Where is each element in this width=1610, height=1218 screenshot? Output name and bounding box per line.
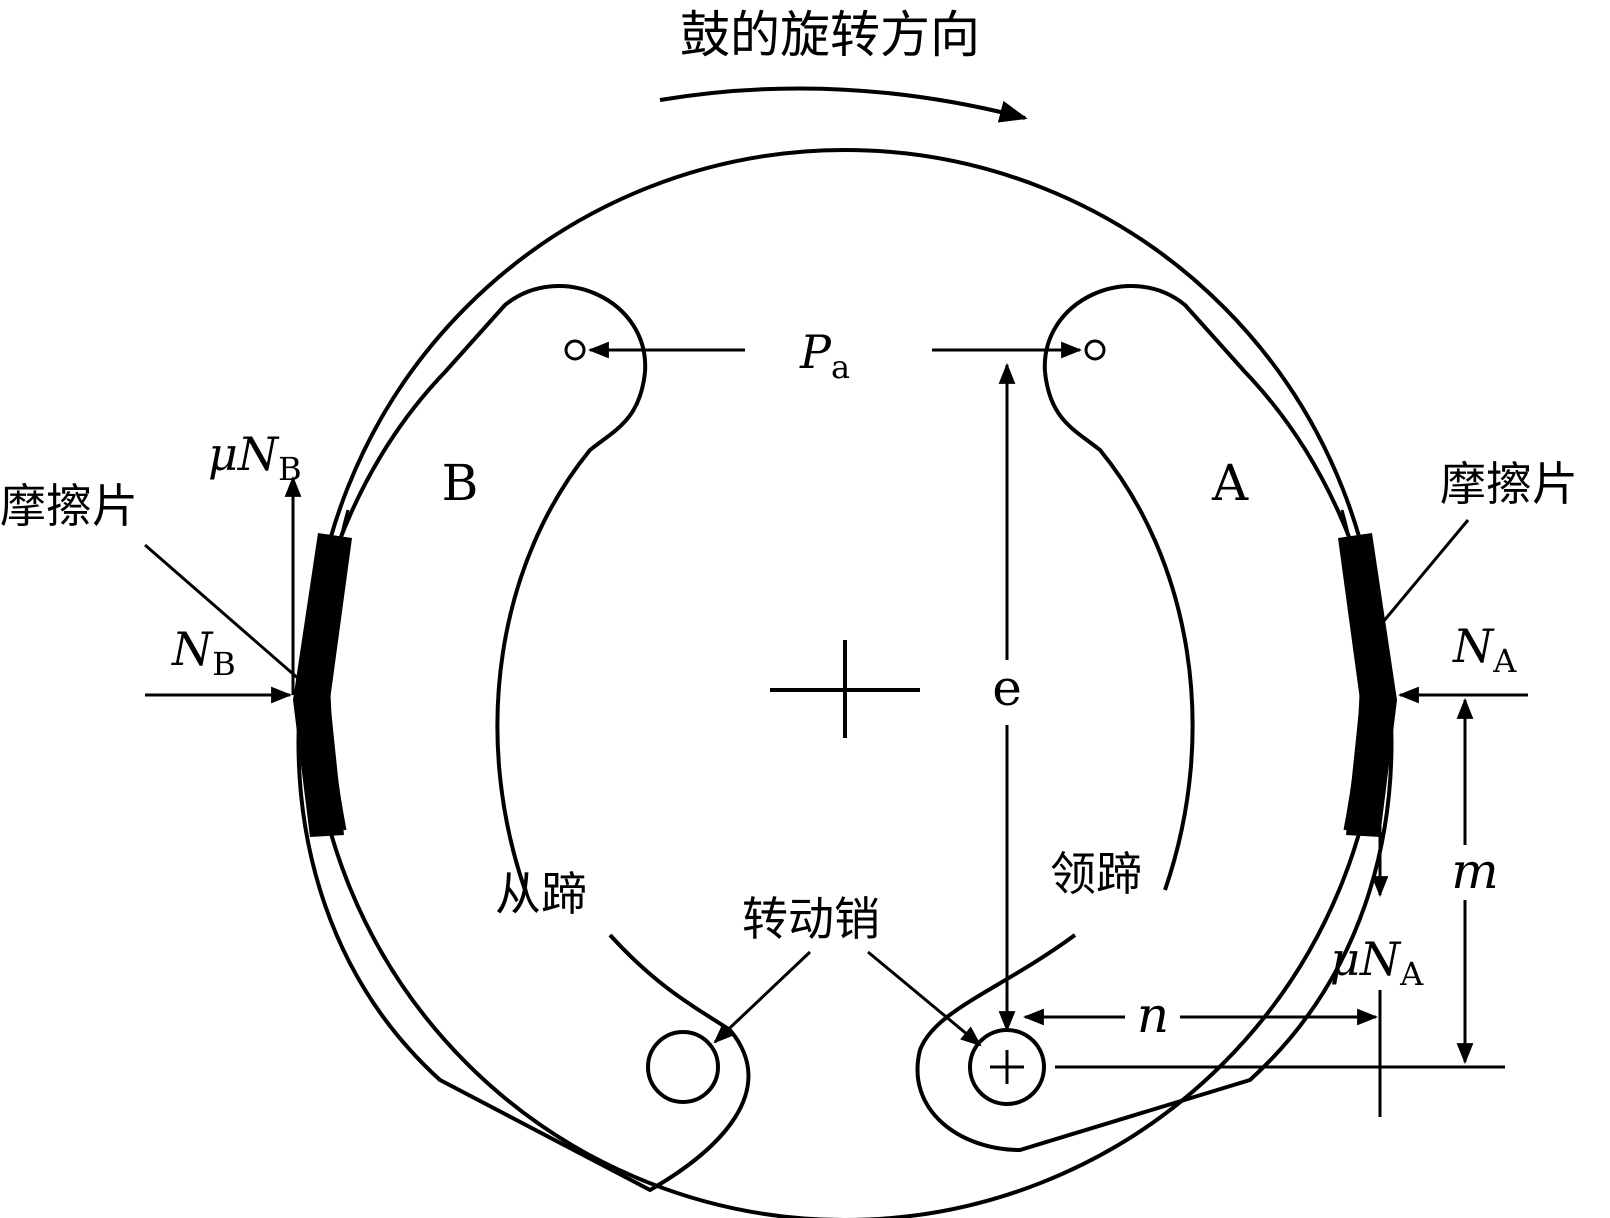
leading-shoe-label: 领蹄: [1050, 847, 1142, 901]
mu-na-label-sub: A: [1399, 955, 1424, 993]
shoe-b-outline: [296, 284, 751, 1193]
mu-na-label-mu: μ: [1330, 932, 1360, 986]
shoe-a-letter: A: [1211, 454, 1249, 512]
pivot-pin-b: [646, 1030, 720, 1104]
na-label: NA: [1452, 619, 1517, 680]
trailing-shoe-label: 从蹄: [495, 867, 587, 921]
lining-leader-left: [144, 543, 301, 682]
actuation-point-b: [564, 339, 586, 361]
lining-label-left: 摩擦片: [0, 479, 138, 533]
pa-label: Pa: [799, 325, 850, 386]
dim-e-label: e: [992, 659, 1022, 717]
dim-n-label: n: [1137, 986, 1169, 1044]
mu-nb-label-mu: μ: [208, 427, 238, 481]
mu-nb-label: μNB: [208, 427, 302, 488]
nb-label: NB: [171, 622, 236, 683]
pivot-leader-right: [867, 950, 982, 1047]
rotation-direction-title: 鼓的旋转方向: [680, 6, 980, 64]
shoe-b-web: [495, 371, 647, 891]
lining-b: [293, 533, 352, 837]
mu-nb-label-sub: B: [278, 450, 302, 488]
lining-label-right: 摩擦片: [1440, 457, 1578, 511]
nb-label-sub: B: [212, 645, 236, 683]
pivot-pin-a-cross: [990, 1050, 1024, 1084]
shoe-b-letter: B: [442, 454, 479, 512]
pivot-pin-label: 转动销: [742, 892, 880, 946]
lining-leader-right: [1376, 519, 1470, 629]
shoe-a-web: [1043, 371, 1195, 891]
shoe-a-outline: [915, 284, 1394, 1153]
drum-center-mark: [770, 640, 920, 738]
lining-a: [1338, 533, 1397, 837]
pa-label-sub: a: [831, 348, 850, 386]
mu-na-label: μNA: [1330, 932, 1424, 993]
pivot-leader-left: [713, 950, 812, 1044]
mu-nb-label-main: N: [237, 427, 280, 481]
dim-m-label: m: [1451, 842, 1498, 900]
mu-na-label-main: N: [1359, 932, 1402, 986]
actuation-point-a: [1084, 339, 1106, 361]
pa-label-main: P: [799, 325, 832, 379]
nb-label-main: N: [171, 622, 214, 676]
na-label-main: N: [1452, 619, 1495, 673]
na-label-sub: A: [1492, 642, 1517, 680]
rotation-direction-arrow: [659, 86, 1028, 123]
